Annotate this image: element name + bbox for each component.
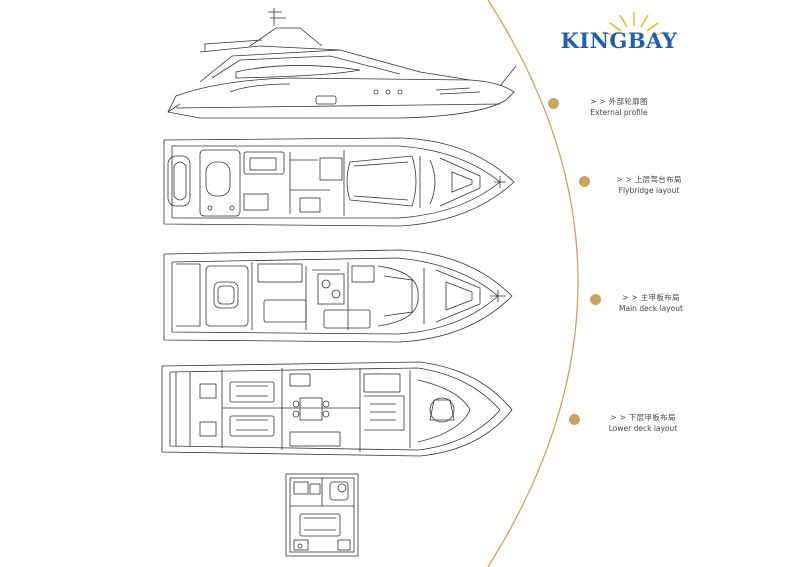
section-label-external-profile: > > 外部轮廓图 External profile bbox=[574, 96, 664, 118]
lower-deck-layout-drawing bbox=[161, 361, 513, 457]
section-label-zh: > > 上层驾台布局 bbox=[616, 175, 682, 184]
section-label-zh: > > 外部轮廓图 bbox=[590, 97, 648, 106]
section-label-main-deck-layout: > > 主甲板布局 Main deck layout bbox=[606, 292, 696, 314]
logo-sun-icon bbox=[602, 12, 666, 37]
section-label-en: External profile bbox=[590, 108, 648, 117]
section-label-flybridge-layout: > > 上层驾台布局 Flybridge layout bbox=[604, 174, 694, 196]
lower-deck-detail-drawing bbox=[285, 473, 359, 557]
section-label-zh: > > 主甲板布局 bbox=[622, 293, 680, 302]
section-label-lower-deck-layout: > > 下层甲板布局 Lower deck layout bbox=[598, 412, 688, 434]
gold-arc-divider bbox=[487, 0, 579, 567]
section-dot-external-profile bbox=[548, 98, 559, 109]
kingbay-logo: KINGBAY bbox=[556, 10, 682, 53]
section-label-en: Lower deck layout bbox=[608, 424, 678, 433]
section-label-en: Flybridge layout bbox=[618, 186, 680, 195]
section-label-zh: > > 下层甲板布局 bbox=[610, 413, 676, 422]
kingbay-logo-text: KINGBAY bbox=[560, 28, 678, 53]
main-deck-layout-drawing bbox=[163, 249, 513, 343]
section-dot-flybridge-layout bbox=[579, 176, 590, 187]
section-dot-main-deck-layout bbox=[590, 294, 601, 305]
section-dot-lower-deck-layout bbox=[569, 414, 580, 425]
flybridge-layout-drawing bbox=[163, 137, 515, 227]
section-label-en: Main deck layout bbox=[619, 304, 683, 313]
external-profile-drawing bbox=[167, 8, 517, 119]
